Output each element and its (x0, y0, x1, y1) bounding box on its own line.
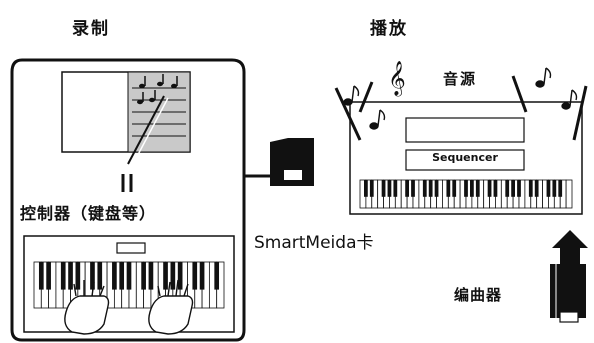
treble-clef-icon: 𝄞 (388, 61, 406, 97)
black-key (199, 262, 205, 290)
black-key (487, 180, 492, 197)
music-notes-icon (343, 67, 578, 130)
recording-panel-frame-lower (10, 58, 246, 342)
score-notes-icon (137, 74, 178, 105)
black-key (381, 180, 386, 197)
black-key (475, 180, 480, 197)
black-key (68, 262, 73, 290)
controller-label: 控制器（键盘等） (20, 204, 157, 223)
black-key (452, 180, 457, 197)
black-key (493, 180, 498, 197)
black-key (517, 180, 521, 197)
black-key (422, 180, 427, 197)
recording-panel-frame (22, 58, 262, 178)
black-key (46, 262, 51, 290)
sequencer-panel (405, 149, 525, 171)
black-key (428, 180, 433, 197)
black-key (148, 262, 154, 290)
smartmedia-card-contact (284, 170, 302, 180)
smartmedia-card-label: SmartMeida卡 (254, 233, 374, 253)
black-key (369, 180, 374, 197)
sequencer-text: Sequencer (432, 151, 498, 164)
black-key (60, 262, 66, 290)
black-key (192, 262, 198, 290)
sequencer-device-icon (550, 264, 586, 318)
black-key (534, 180, 539, 197)
speaker-lines (334, 75, 588, 141)
black-key (464, 180, 468, 197)
black-key (170, 262, 176, 290)
black-key (126, 262, 132, 290)
controller-display (116, 242, 146, 254)
black-key (393, 180, 398, 197)
black-key (364, 180, 368, 197)
black-key (387, 180, 392, 197)
black-key (552, 180, 557, 197)
controller-keys (33, 261, 225, 309)
upload-arrow-icon (552, 230, 588, 264)
black-key (411, 180, 415, 197)
pen-stroke (127, 95, 165, 165)
recording-title: 录制 (72, 19, 110, 39)
white-key (565, 179, 573, 209)
playback-title: 播放 (370, 19, 408, 39)
black-key (177, 262, 183, 290)
black-key (163, 262, 168, 290)
black-key (90, 262, 95, 290)
playback-keys (359, 179, 573, 209)
black-key (528, 180, 533, 197)
black-key (546, 180, 551, 197)
sound-source-label: 音源 (443, 70, 478, 88)
black-key (97, 262, 103, 290)
black-key (119, 262, 125, 290)
sound-source-screen (405, 117, 525, 143)
smartmedia-card-icon (270, 138, 314, 186)
black-key (470, 180, 474, 197)
black-key (141, 262, 146, 290)
staff-lines (132, 87, 186, 137)
black-key (214, 262, 220, 290)
black-key (112, 262, 117, 290)
black-key (558, 180, 563, 197)
black-key (38, 262, 44, 290)
black-key (511, 180, 515, 197)
black-key (505, 180, 510, 197)
sequencer-device-slot (559, 311, 579, 323)
hands-icon (64, 279, 194, 335)
black-key (75, 262, 81, 290)
black-key (446, 180, 451, 197)
black-key (434, 180, 439, 197)
black-key (405, 180, 409, 197)
sequencer-device-label: 编曲器 (454, 286, 503, 304)
